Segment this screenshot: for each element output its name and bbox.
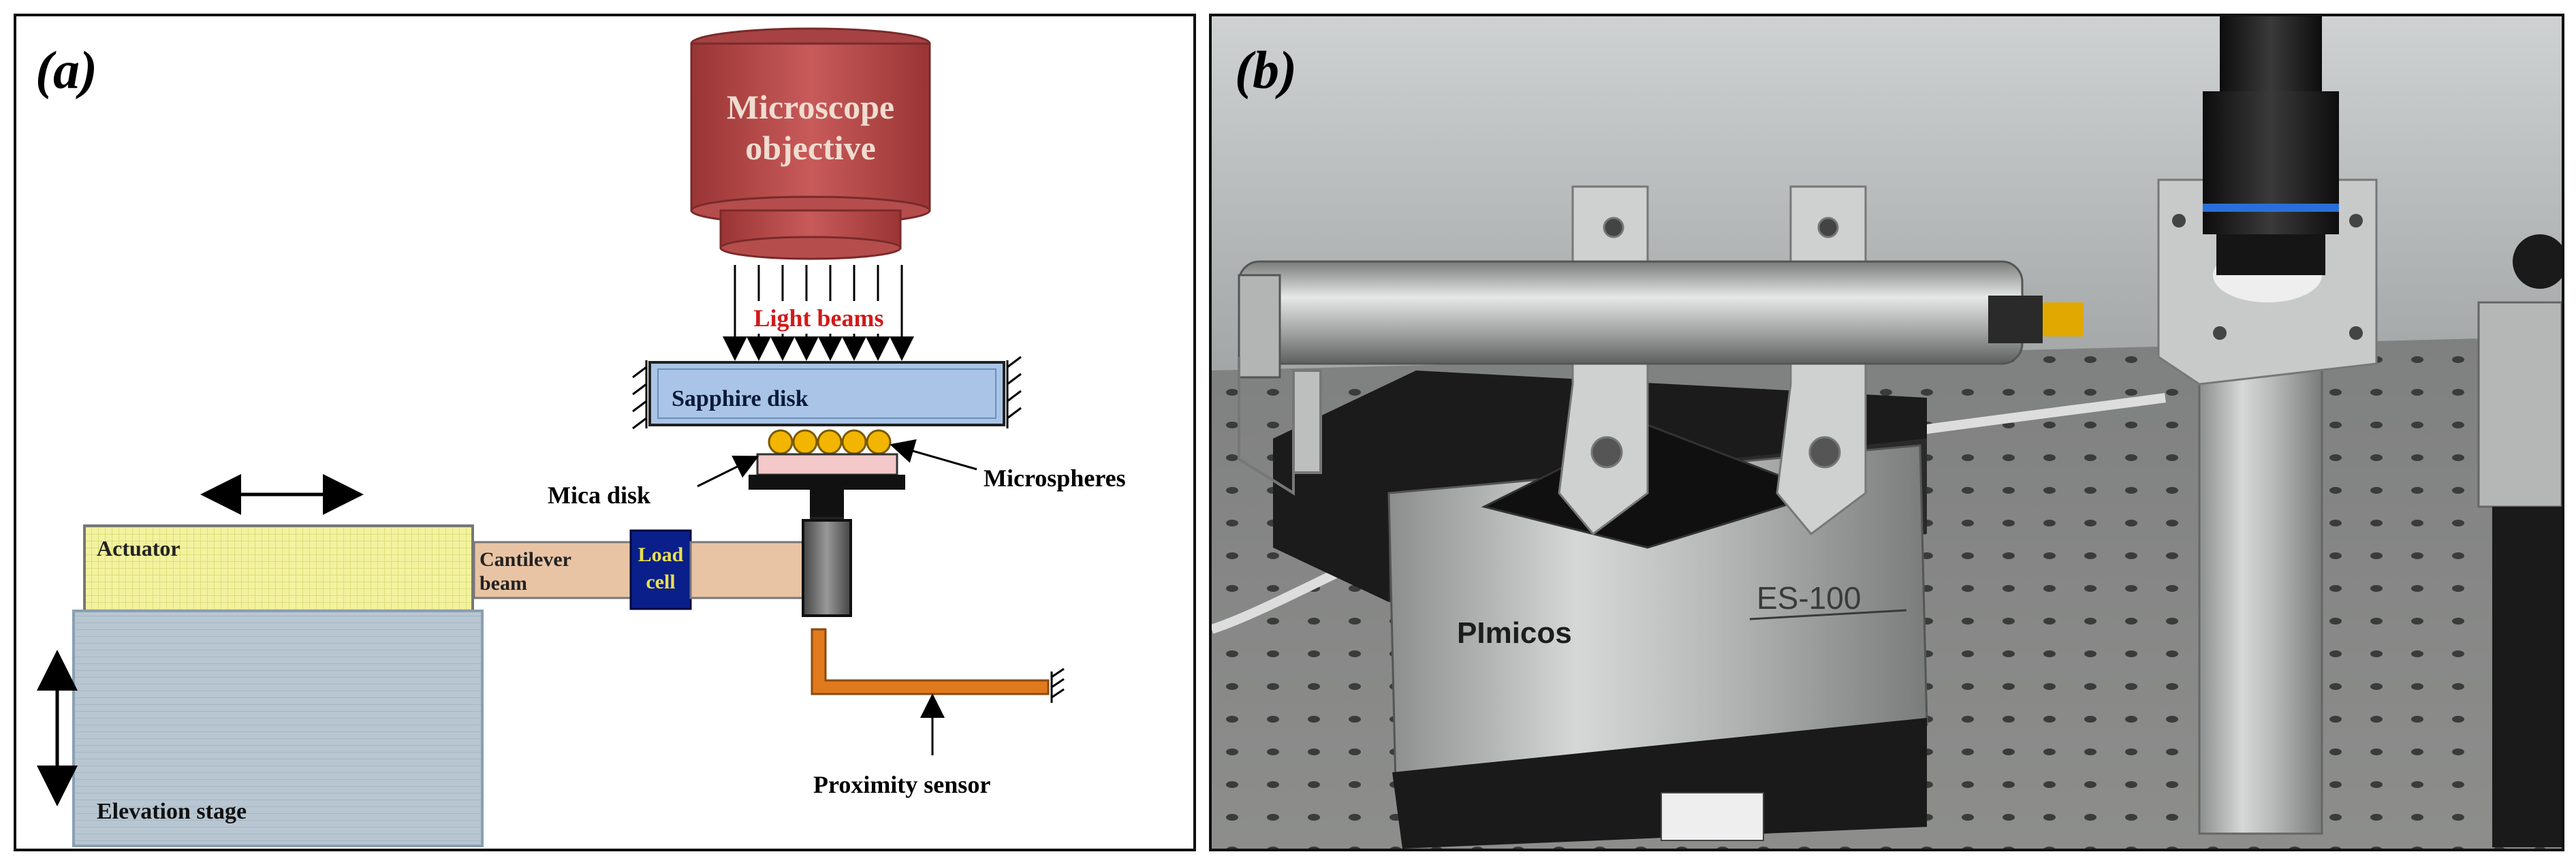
actuator: Actuator xyxy=(83,524,474,612)
connector-beam xyxy=(689,541,804,599)
objective-lens xyxy=(2203,16,2339,275)
microspheres-label: Microspheres xyxy=(984,464,1126,492)
sample-holder-pillar xyxy=(802,517,852,617)
mica-pointer-arrow xyxy=(697,456,759,488)
stage-model-label: ES-100 xyxy=(1757,580,1861,616)
cantilever-beam: Cantilever beam xyxy=(473,541,632,599)
sapphire-disk: Sapphire disk xyxy=(632,356,1022,430)
photo-panel: PImicos ES-100 xyxy=(1209,14,2564,851)
stage-brand-label: PImicos xyxy=(1457,616,1572,650)
objective-label-line2: objective xyxy=(745,129,876,167)
elevation-stage: Elevation stage xyxy=(72,610,484,847)
apparatus-photo: PImicos ES-100 xyxy=(1212,16,2562,849)
stage-serial-label xyxy=(1661,792,1764,841)
elevation-stage-label: Elevation stage xyxy=(97,799,247,824)
left-clamp-frame xyxy=(1238,357,1322,496)
mica-disk xyxy=(749,453,905,517)
objective-label-line1: Microscope xyxy=(727,88,894,126)
panel-b-label: (b) xyxy=(1235,40,1297,99)
mica-disk-label: Mica disk xyxy=(548,482,650,509)
sensor-tip xyxy=(2043,302,2084,336)
microscope-objective: Microscope objective xyxy=(690,27,931,260)
vertical-column xyxy=(2157,178,2378,835)
load-cell-label-line2: cell xyxy=(646,571,675,593)
microspheres xyxy=(768,429,892,455)
panel-a-label: (a) xyxy=(35,40,97,99)
microspheres-pointer-arrow xyxy=(890,439,977,471)
right-side-apparatus xyxy=(2477,234,2562,847)
cantilever-label-line2: beam xyxy=(480,572,527,595)
sapphire-disk-label: Sapphire disk xyxy=(672,386,808,411)
actuator-label: Actuator xyxy=(97,536,180,561)
schematic-panel: (a) Microscope objective Light beams xyxy=(14,14,1196,851)
light-beams-label: Light beams xyxy=(753,304,883,332)
load-cell: Load cell xyxy=(629,529,692,610)
load-cell-label-line1: Load xyxy=(638,543,684,566)
actuator-cylinder xyxy=(1238,260,2084,379)
schematic-diagram: (a) Microscope objective Light beams xyxy=(35,27,1126,847)
cantilever-label-line1: Cantilever xyxy=(480,548,571,571)
proximity-sensor xyxy=(811,628,1065,703)
proximity-sensor-label: Proximity sensor xyxy=(813,771,990,798)
